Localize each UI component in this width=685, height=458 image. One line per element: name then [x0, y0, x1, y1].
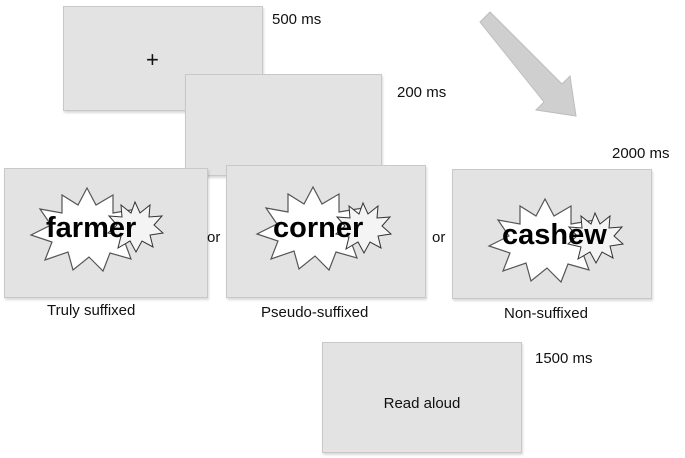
blank-duration: 200 ms: [397, 84, 447, 101]
fixation-screen: +: [63, 6, 263, 111]
fixation-cross: +: [146, 47, 159, 72]
stimulus-word: cashew: [502, 219, 607, 251]
time-arrow-icon: [479, 11, 577, 117]
burst-large-icon: [255, 185, 373, 272]
caption-truly-suffixed: Truly suffixed: [47, 302, 136, 319]
burst-small-icon: [334, 201, 393, 255]
read-aloud-instruction: Read aloud: [383, 395, 461, 412]
burst-small-icon: [566, 211, 625, 265]
caption-non-suffixed: Non-suffixed: [504, 305, 588, 322]
response-screen: Read aloud: [322, 342, 522, 453]
burst-small-icon: [106, 200, 165, 254]
caption-pseudo-suffixed: Pseudo-suffixed: [261, 304, 369, 321]
stimulus-duration: 2000 ms: [612, 145, 670, 162]
stimulus-screen-pseudo-suffixed: corner: [226, 165, 426, 298]
stimulus-screen-non-suffixed: cashew: [452, 169, 652, 299]
separator-or-1: or: [207, 229, 221, 246]
stimulus-word: corner: [273, 212, 364, 244]
response-duration: 1500 ms: [535, 350, 593, 367]
separator-or-2: or: [432, 229, 446, 246]
blank-screen: [185, 74, 382, 176]
stimulus-word: farmer: [46, 212, 137, 244]
burst-large-icon: [29, 186, 147, 273]
stimulus-screen-truly-suffixed: farmer: [4, 168, 208, 298]
fixation-duration: 500 ms: [272, 11, 322, 28]
